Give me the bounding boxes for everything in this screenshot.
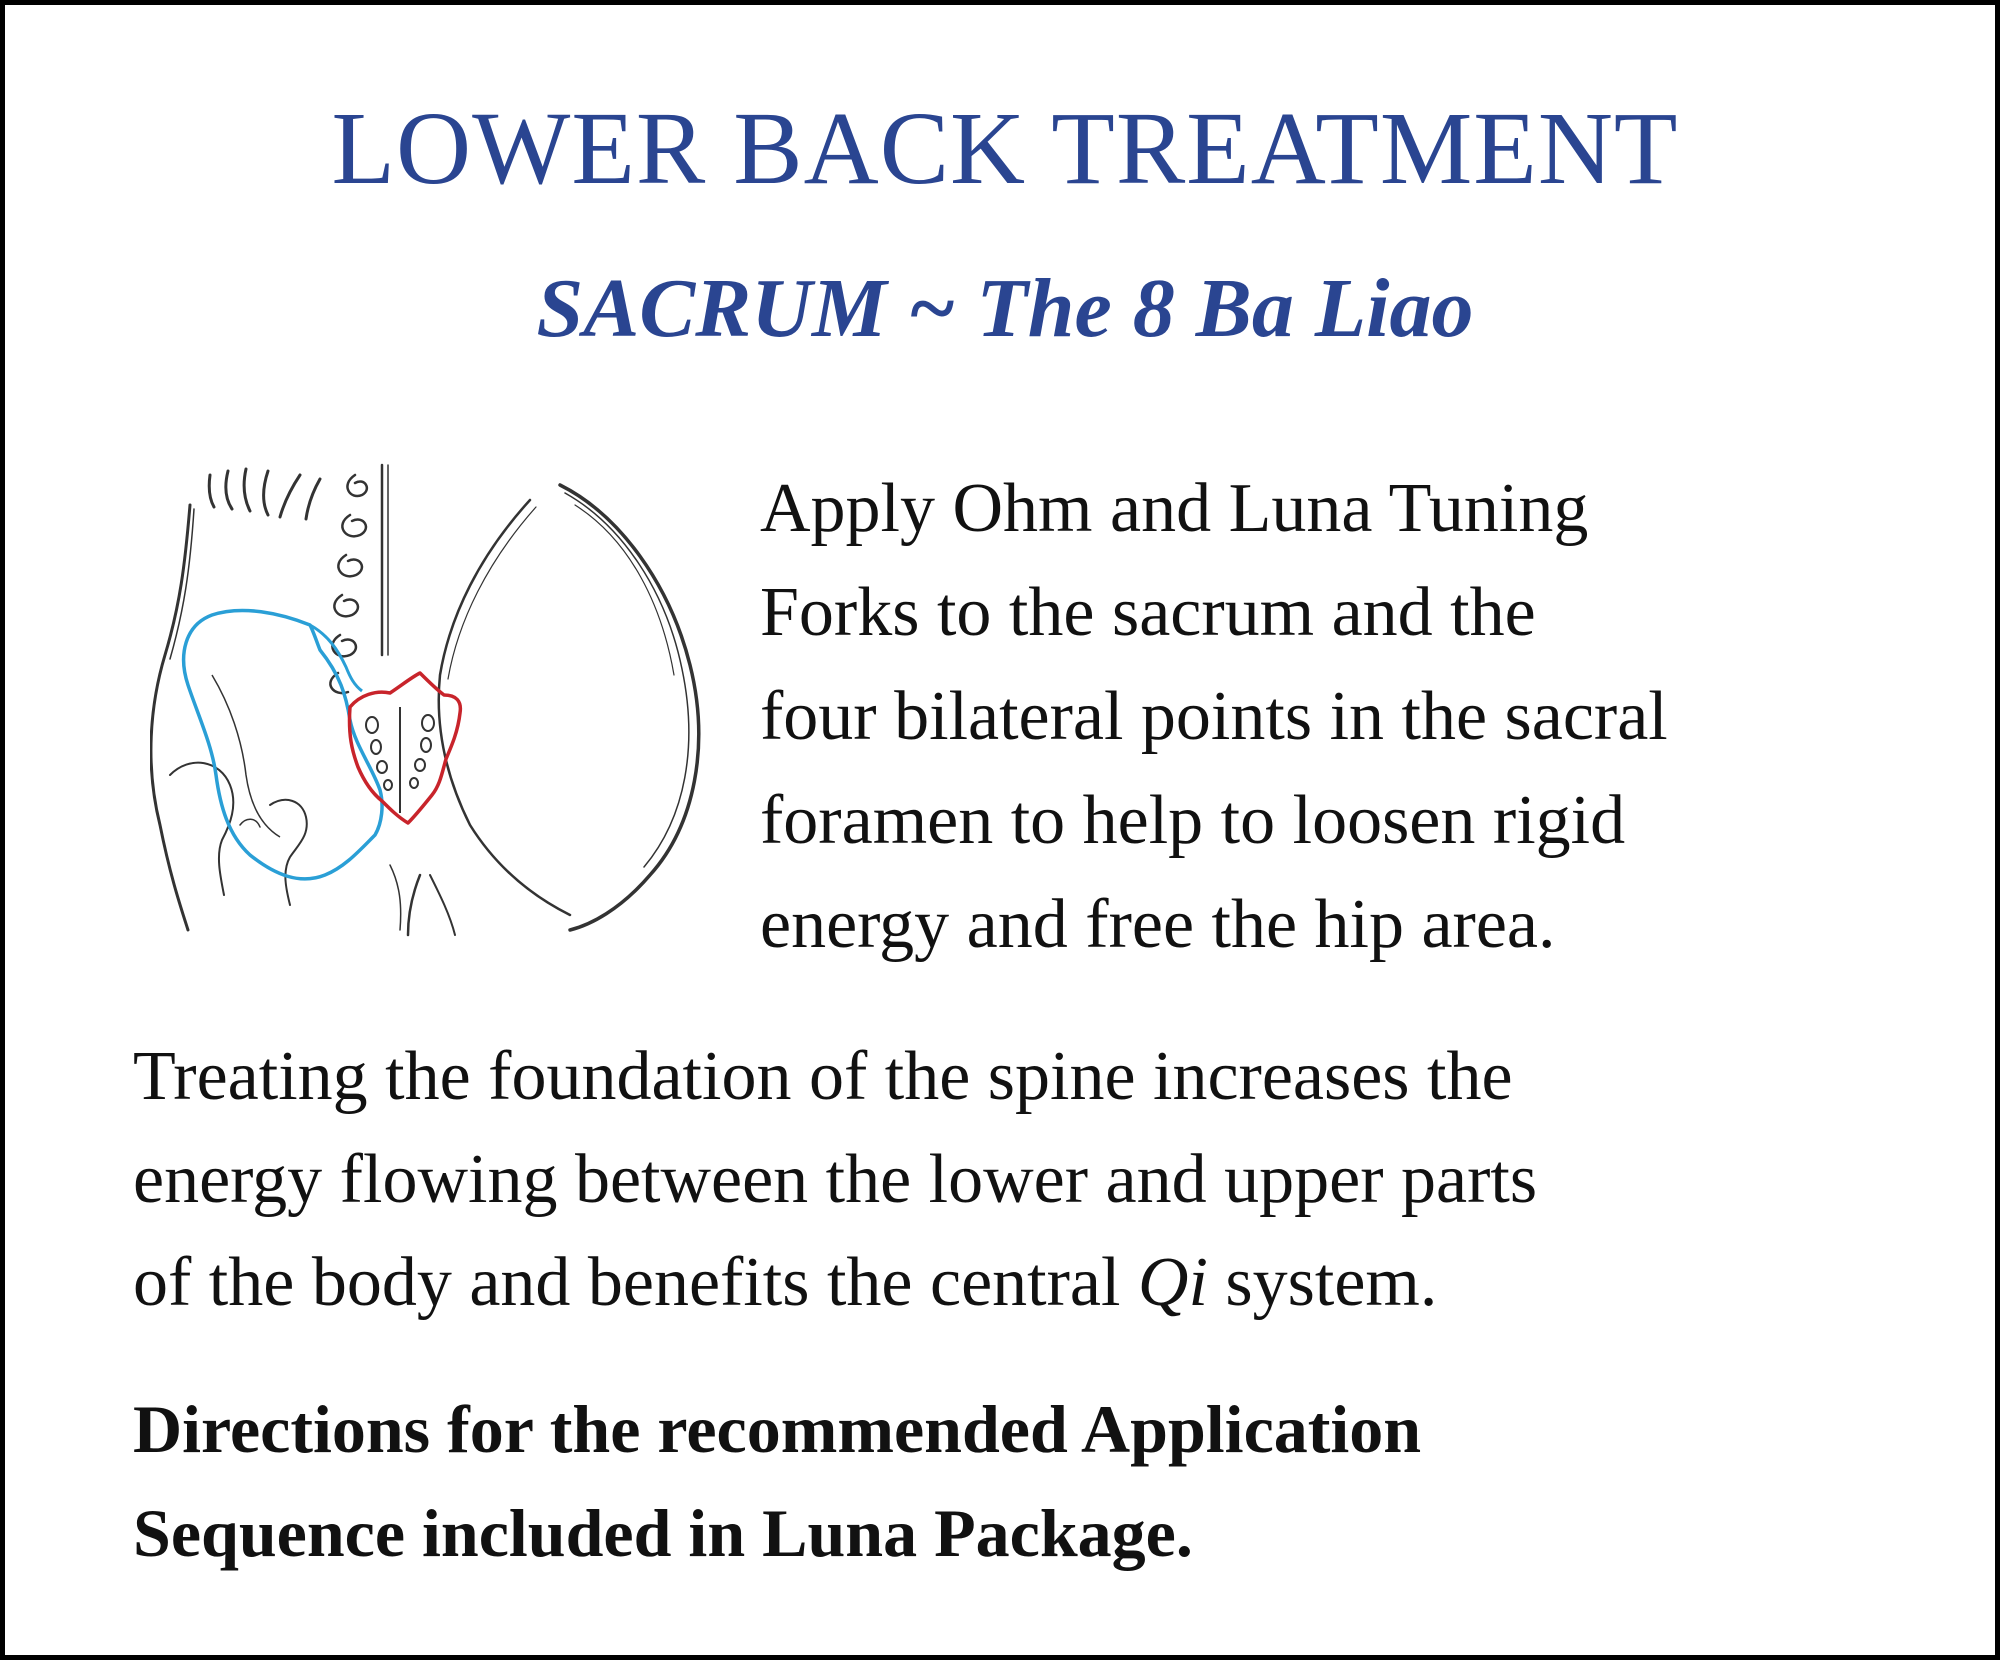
intro-line: Apply Ohm and Luna Tuning (760, 470, 1589, 547)
page-title: LOWER BACK TREATMENT (331, 91, 1679, 206)
intro-line: energy and free the hip area. (760, 886, 1556, 963)
sacrum-illustration (150, 463, 701, 937)
body-line: of the body and benefits the central Qi … (133, 1231, 1933, 1334)
body-paragraph: Treating the foundation of the spine inc… (133, 1025, 1933, 1334)
intro-paragraph: Apply Ohm and Luna Tuning Forks to the s… (760, 457, 1960, 977)
intro-line: four bilateral points in the sacral (760, 678, 1668, 755)
directions-line: Sequence included in Luna Package. (133, 1495, 1193, 1571)
body-line-text: of the body and benefits the central (133, 1244, 1138, 1321)
intro-line: Forks to the sacrum and the (760, 574, 1536, 651)
body-line-text: system. (1207, 1244, 1438, 1321)
body-line: Treating the foundation of the spine inc… (133, 1038, 1513, 1115)
directions-note: Directions for the recommended Applicati… (133, 1377, 1933, 1585)
body-line: energy flowing between the lower and upp… (133, 1141, 1538, 1218)
directions-line: Directions for the recommended Applicati… (133, 1391, 1422, 1467)
qi-term: Qi (1137, 1244, 1208, 1321)
page-subtitle: SACRUM ~ The 8 Ba Liao (536, 262, 1474, 355)
intro-line: foramen to help to loosen rigid (760, 782, 1626, 859)
